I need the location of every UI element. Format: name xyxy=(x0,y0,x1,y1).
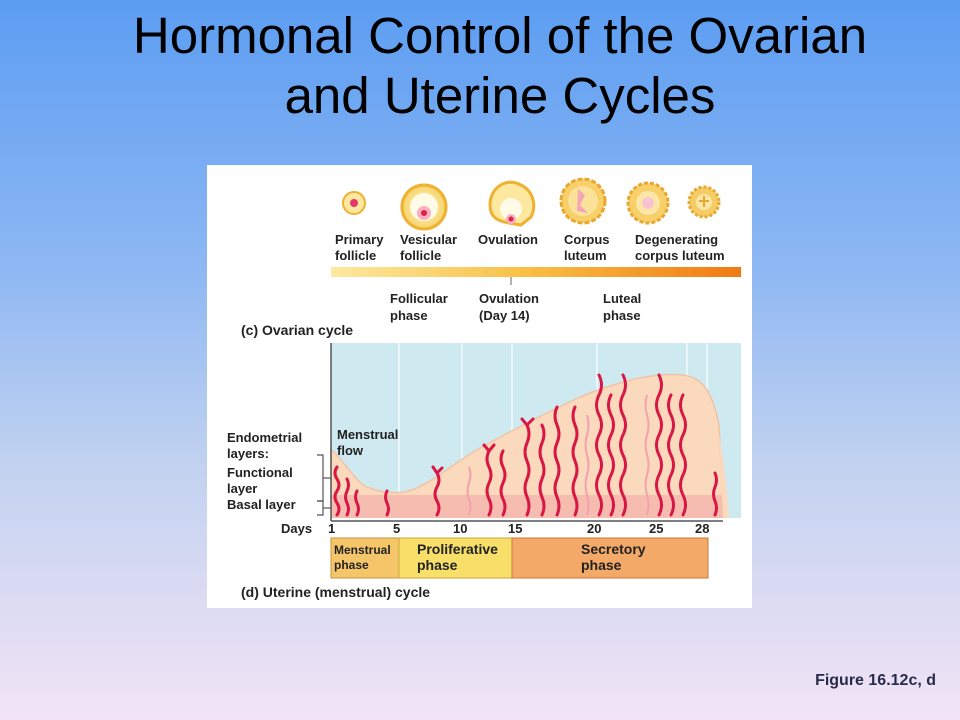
stage-label-4b: luteum xyxy=(564,248,607,263)
functional-layer-label: Functional xyxy=(227,465,293,480)
days-label: Days xyxy=(281,521,312,536)
basal-layer-label: Basal layer xyxy=(227,497,296,512)
ovulation-icon xyxy=(488,180,536,227)
menstrual-phase-label-b: phase xyxy=(334,558,369,572)
slide-title: Hormonal Control of the Ovarian and Uter… xyxy=(0,6,960,126)
title-line-1: Hormonal Control of the Ovarian xyxy=(132,7,868,64)
day-tick-15: 15 xyxy=(508,521,522,536)
degenerating-corpus-luteum-icon xyxy=(626,181,670,225)
day-tick-28: 28 xyxy=(695,521,709,536)
stage-label-2b: follicle xyxy=(400,248,441,263)
day-tick-1: 1 xyxy=(328,521,335,536)
vesicular-follicle-icon xyxy=(400,183,448,231)
menstrual-flow-label-b: flow xyxy=(337,443,364,458)
stage-label-2: Vesicular xyxy=(400,232,457,247)
stage-label-5: Degenerating xyxy=(635,232,718,247)
layer-brackets xyxy=(317,454,331,516)
menstrual-phase-label: Menstrual xyxy=(334,543,391,557)
uterine-cycle-caption: (d) Uterine (menstrual) cycle xyxy=(241,584,430,600)
endometrial-label-b: layers: xyxy=(227,446,269,461)
secretory-phase-box xyxy=(511,537,709,579)
figure-reference: Figure 16.12c, d xyxy=(815,672,936,689)
day-tick-20: 20 xyxy=(587,521,601,536)
proliferative-phase-box xyxy=(398,537,513,579)
corpus-luteum-icon xyxy=(559,177,607,225)
spiral-arteries xyxy=(333,373,718,517)
stage-label-4: Corpus xyxy=(564,232,610,247)
menstrual-flow-label: Menstrual xyxy=(337,427,398,442)
stage-label-1: Primary xyxy=(335,232,384,247)
ovulation-day-label: Ovulation xyxy=(479,291,539,306)
secretory-phase-label-b: phase xyxy=(581,557,622,573)
proliferative-phase-label-b: phase xyxy=(417,557,458,573)
day-tick-5: 5 xyxy=(393,521,400,536)
ovarian-cycle-caption: (c) Ovarian cycle xyxy=(241,322,353,338)
cycle-figure: Primary follicle Vesicular follicle Ovul… xyxy=(207,165,752,608)
follicular-phase-label-b: phase xyxy=(390,308,428,323)
cycle-diagram: Primary follicle Vesicular follicle Ovul… xyxy=(227,177,741,600)
title-line-2: and Uterine Cycles xyxy=(284,67,716,124)
follicular-phase-label: Follicular xyxy=(390,291,448,306)
stage-label-3: Ovulation xyxy=(478,232,538,247)
functional-layer-label-b: layer xyxy=(227,481,257,496)
primary-follicle-icon xyxy=(342,191,366,215)
ovarian-phase-bar xyxy=(331,267,741,277)
uterine-glands xyxy=(466,394,650,516)
endometrial-label: Endometrial xyxy=(227,430,302,445)
proliferative-phase-label: Proliferative xyxy=(417,541,498,557)
secretory-phase-label: Secretory xyxy=(581,541,646,557)
stage-label-5b: corpus luteum xyxy=(635,248,725,263)
menstrual-phase-box xyxy=(330,537,400,579)
day-tick-10: 10 xyxy=(453,521,467,536)
stage-label-1b: follicle xyxy=(335,248,376,263)
luteal-phase-label: Luteal xyxy=(603,291,641,306)
day-tick-25: 25 xyxy=(649,521,663,536)
luteal-phase-label-b: phase xyxy=(603,308,641,323)
ovulation-day-label-b: (Day 14) xyxy=(479,308,530,323)
regressing-follicle-icon xyxy=(687,185,721,219)
